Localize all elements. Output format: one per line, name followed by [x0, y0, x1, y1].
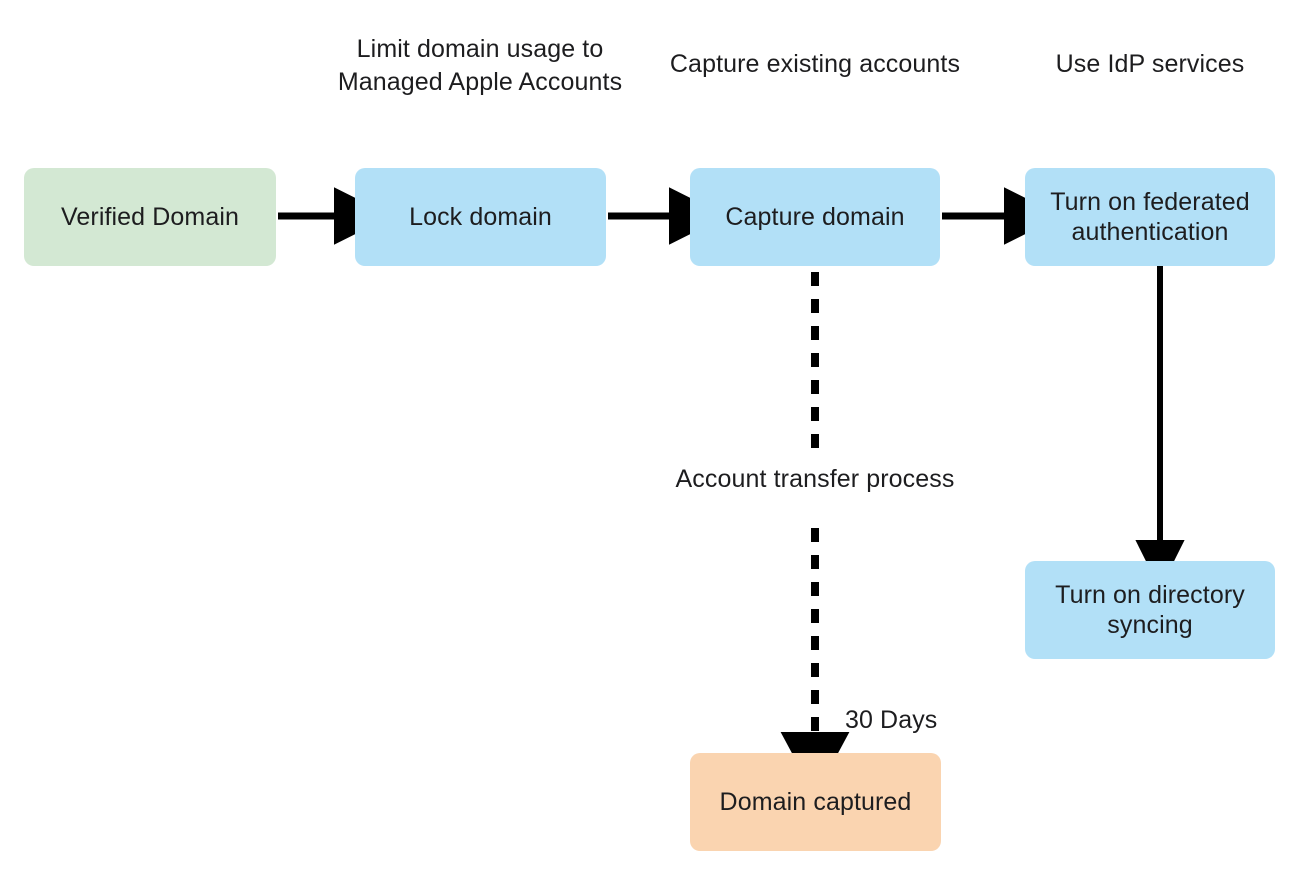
edge-label-account-transfer-process: Account transfer process [675, 465, 955, 493]
caption-federated-auth: Use IdP services [1055, 50, 1245, 78]
node-verified-domain[interactable]: Verified Domain [24, 168, 276, 266]
node-directory-syncing[interactable]: Turn on directory syncing [1025, 561, 1275, 659]
caption-lock-domain: Limit domain usage to Managed Apple Acco… [337, 35, 623, 96]
node-federated-authentication[interactable]: Turn on federated authentication [1025, 168, 1275, 266]
node-lock-domain[interactable]: Lock domain [355, 168, 606, 266]
caption-capture-domain: Capture existing accounts [669, 50, 961, 78]
node-capture-domain[interactable]: Capture domain [690, 168, 940, 266]
node-domain-captured[interactable]: Domain captured [690, 753, 941, 851]
edge-label-30-days: 30 Days [845, 706, 938, 734]
